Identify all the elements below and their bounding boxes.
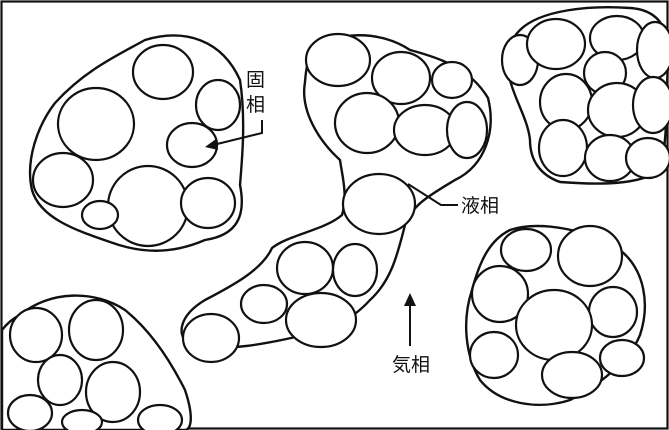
solid-particle <box>626 138 669 178</box>
solid-particle <box>183 314 239 362</box>
solid-particle <box>138 405 182 430</box>
solid-particle <box>558 226 622 286</box>
solid-particle <box>108 166 188 246</box>
solid-particle <box>542 352 602 398</box>
solid-phase-label-char-2: 相 <box>246 94 265 116</box>
solid-particle <box>501 229 551 271</box>
solid-particle <box>589 287 637 337</box>
gas-phase-arrowhead <box>404 293 416 306</box>
gas-phase-label: 気相 <box>392 354 430 376</box>
solid-particle <box>470 332 518 378</box>
solid-particle <box>516 290 592 360</box>
solid-particle <box>343 174 415 234</box>
solid-particle <box>38 355 82 405</box>
solid-phase-label-char-1: 固 <box>246 69 265 91</box>
solid-particle <box>637 22 669 78</box>
solid-particle <box>10 308 62 362</box>
solid-particle <box>241 285 287 323</box>
solid-particle <box>69 300 123 360</box>
solid-particle <box>62 410 102 430</box>
solid-particle <box>527 19 585 69</box>
soil-aggregates <box>2 7 669 430</box>
solid-particle <box>133 45 193 99</box>
solid-particle <box>58 88 134 160</box>
solid-particle <box>539 120 587 176</box>
aggregate-bottom-left <box>2 296 191 430</box>
aggregate-top-right <box>502 7 669 183</box>
solid-particle <box>432 62 472 98</box>
solid-particle <box>286 293 356 347</box>
solid-particle <box>335 93 399 153</box>
solid-particle <box>306 34 370 86</box>
solid-particle <box>277 242 333 294</box>
solid-particle <box>633 77 669 133</box>
solid-particle <box>8 395 52 430</box>
solid-particle <box>33 153 93 207</box>
solid-particle <box>600 340 644 376</box>
aggregate-bottom-right <box>466 226 645 405</box>
solid-particle <box>333 244 377 296</box>
solid-particle <box>447 102 487 158</box>
liquid-phase-label: 液相 <box>461 195 499 217</box>
solid-particle <box>82 201 118 229</box>
solid-particle <box>196 80 240 130</box>
solid-particle <box>181 178 235 228</box>
